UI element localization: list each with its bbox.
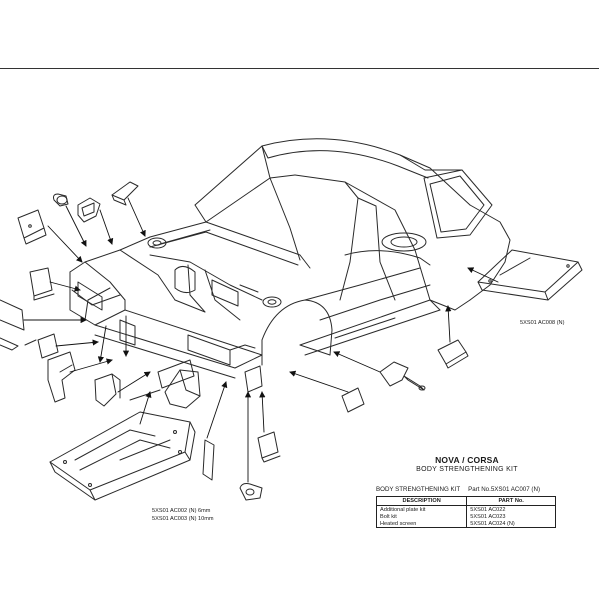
header-part-no: PART No. bbox=[466, 496, 556, 506]
table-row: Heated screen 5XS01 AC024 (N) bbox=[375, 520, 556, 528]
car-body-shell bbox=[69, 138, 511, 379]
front-plate-callout-10mm: 5XS01 AC003 (N) 10mm bbox=[152, 516, 214, 522]
front-undertray-plate bbox=[49, 411, 196, 501]
leader-arrows bbox=[23, 197, 499, 483]
kit-part-number-line: BODY STRENGTHENING KIT Part No.5XS01 AC00… bbox=[376, 486, 548, 493]
kit-part-no: Part No.5XS01 AC007 (N) bbox=[468, 486, 541, 493]
rear-floor-guard-plate bbox=[477, 249, 583, 301]
kit-label: BODY STRENGTHENING KIT bbox=[376, 486, 461, 493]
header-rule bbox=[0, 68, 599, 69]
row-part-no: 5XS01 AC022 bbox=[466, 505, 556, 513]
loose-brackets bbox=[0, 181, 469, 501]
rear-plate-callout: 5XS01 AC008 (N) bbox=[520, 320, 565, 326]
front-plate-callout-6mm: 5XS01 AC002 (N) 6mm bbox=[152, 508, 211, 514]
diagram-title: NOVA / CORSA bbox=[435, 455, 499, 465]
row-part-no: 5XS01 AC023 bbox=[466, 513, 556, 520]
parts-table: DESCRIPTION PART No. Additional plate ki… bbox=[375, 496, 556, 528]
table-row: Bolt kit 5XS01 AC023 bbox=[375, 513, 556, 520]
row-description: Bolt kit bbox=[375, 513, 468, 520]
row-part-no: 5XS01 AC024 (N) bbox=[466, 520, 556, 528]
row-description: Heated screen bbox=[375, 520, 468, 528]
header-description: DESCRIPTION bbox=[375, 496, 468, 506]
table-row: Additional plate kit 5XS01 AC022 bbox=[375, 505, 556, 513]
row-description: Additional plate kit bbox=[375, 505, 468, 513]
diagram-subtitle: BODY STRENGTHENING KIT bbox=[416, 466, 518, 473]
title-block: NOVA / CORSA BODY STRENGTHENING KIT bbox=[372, 455, 562, 473]
